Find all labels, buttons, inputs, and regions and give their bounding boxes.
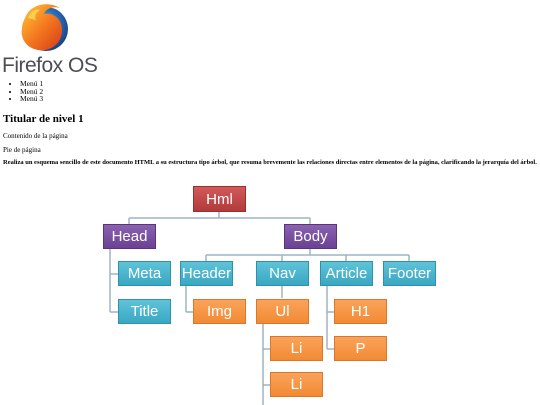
tree-node-p: P: [334, 336, 387, 361]
page-footer: Pie de página: [3, 146, 41, 154]
brand-wordmark: Firefox OS: [2, 54, 98, 78]
brand-suffix: OS: [68, 54, 98, 77]
tree-node-li: Li: [270, 372, 323, 397]
page-heading: Titular de nivel 1: [3, 113, 84, 125]
tree-node-head: Head: [103, 224, 156, 249]
tree-node-title: Title: [118, 299, 171, 324]
tree-node-footer: Footer: [383, 261, 436, 286]
nav-item[interactable]: Menú 3: [20, 95, 43, 103]
tree-node-nav: Nav: [256, 261, 309, 286]
firefox-os-logo: Firefox OS: [2, 2, 98, 78]
tree-node-header: Header: [180, 261, 233, 286]
tree-node-li: Li: [270, 336, 323, 361]
tree-node-html: Hml: [193, 186, 246, 212]
nav-item[interactable]: Menú 1: [20, 80, 43, 88]
page-content: Contenido de la página: [3, 132, 68, 140]
nav-menu: Menú 1 Menú 2 Menú 3: [0, 80, 43, 103]
tree-node-img: Img: [193, 299, 246, 324]
tree-node-meta: Meta: [118, 261, 171, 286]
task-instructions: Realiza un esquema sencillo de este docu…: [3, 159, 537, 166]
tree-node-ul: Ul: [256, 299, 309, 324]
tree-node-h1: H1: [334, 299, 387, 324]
nav-item[interactable]: Menú 2: [20, 87, 43, 96]
tree-node-body: Body: [284, 224, 337, 249]
tree-node-article: Article: [320, 261, 373, 286]
firefox-logo-icon: [21, 4, 68, 51]
brand-name: Firefox: [2, 54, 63, 77]
